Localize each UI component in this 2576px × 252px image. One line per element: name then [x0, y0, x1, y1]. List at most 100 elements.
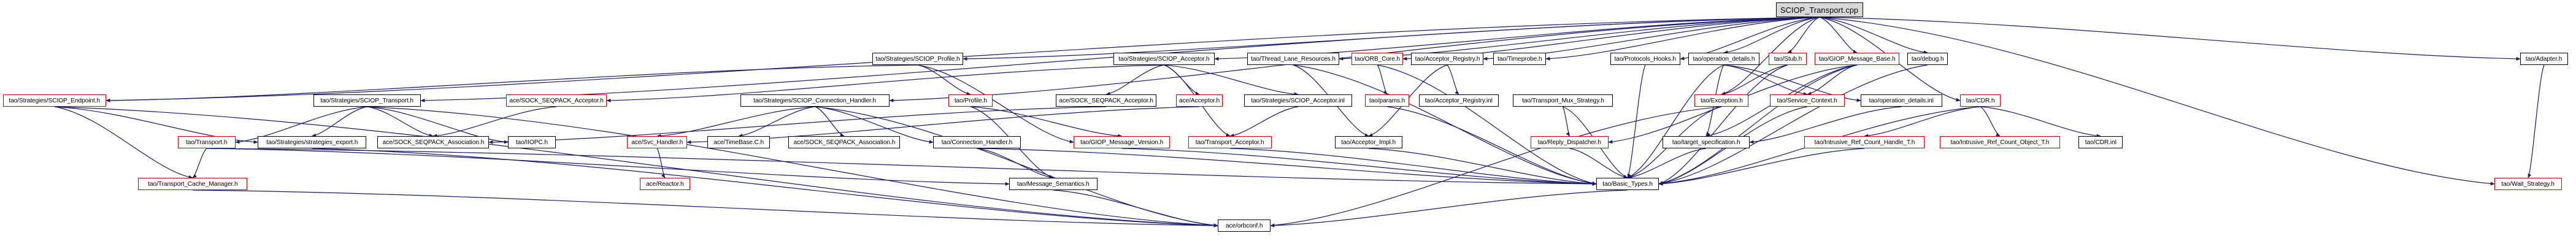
node-label: tao/Stub.h [1774, 55, 1802, 63]
graph-edge [54, 106, 1218, 227]
graph-node[interactable]: tao/GIOP_Message_Base.h [1815, 53, 1899, 65]
graph-edge [917, 64, 1074, 143]
graph-node[interactable]: tao/Acceptor_Registry.inl [1419, 94, 1499, 107]
node-label: ace/orbconf.h [1225, 221, 1263, 229]
graph-node[interactable]: tao/Timeprobe.h [1493, 53, 1546, 65]
node-label: ace/SOCK_SEQPACK_Association.h [793, 138, 895, 146]
graph-edge [1270, 106, 1722, 227]
graph-node[interactable]: tao/Thread_Lane_Resources.h [1247, 53, 1339, 65]
graph-edge [1723, 64, 1808, 96]
graph-node[interactable]: tao/CDR.inl [2078, 136, 2123, 148]
graph-node[interactable]: tao/CDR.h [1960, 94, 2001, 107]
node-label: tao/Strategies/SCIOP_Acceptor.inl [1251, 96, 1345, 104]
graph-edge [311, 106, 367, 137]
graph-node[interactable]: tao/Stub.h [1769, 53, 1807, 65]
graph-node[interactable]: tao/Strategies/SCIOP_Transport.h [313, 94, 421, 107]
graph-node[interactable]: tao/Acceptor_Registry.h [1411, 53, 1483, 65]
graph-node[interactable]: tao/params.h [1365, 94, 1409, 107]
graph-node[interactable]: tao/Message_Semantics.h [1009, 178, 1098, 190]
graph-node[interactable]: tao/Strategies/SCIOP_Endpoint.h [3, 94, 106, 107]
graph-edge [1105, 64, 1164, 96]
graph-root-node[interactable]: SCIOP_Transport.cpp [1776, 2, 1863, 17]
graph-edge [1980, 106, 2101, 138]
graph-edge [1562, 106, 1571, 137]
graph-node[interactable]: tao/ORB_Core.h [1351, 53, 1403, 65]
graph-node[interactable]: ace/Acceptor.h [1176, 94, 1223, 107]
node-label: tao/GIOP_Message_Base.h [1818, 55, 1896, 63]
node-label: tao/target_specification.h [1672, 138, 1740, 146]
graph-edge [1658, 64, 1928, 185]
graph-edge [1121, 148, 1597, 186]
graph-node[interactable]: ace/SOCK_SEQPACK_Association.h [377, 136, 489, 148]
graph-node[interactable]: tao/Intrusive_Ref_Count_Handle_T.h [1804, 136, 1924, 148]
graph-node[interactable]: ace/TimeBase.C.h [707, 136, 770, 148]
node-label: tao/Strategies/SCIOP_Endpoint.h [9, 96, 101, 104]
graph-node[interactable]: tao/operation_details.inl [1861, 94, 1942, 107]
graph-node[interactable]: tao/Reply_Dispatcher.h [1531, 136, 1609, 148]
graph-edge [656, 148, 666, 178]
node-label: tao/Connection_Handler.h [941, 138, 1013, 146]
graph-node[interactable]: tao/Strategies/SCIOP_Acceptor.h [1113, 53, 1215, 65]
graph-node[interactable]: tao/Service_Context.h [1770, 94, 1845, 107]
graph-edge [192, 189, 1218, 227]
graph-node[interactable]: ace/Reactor.h [640, 178, 690, 190]
node-label: tao/Transport.h [186, 138, 228, 146]
node-label: tao/Intrusive_Ref_Count_Object_T.h [1950, 138, 2050, 146]
graph-edge [206, 148, 1597, 186]
graph-node[interactable]: tao/Strategies/strategies_export.h [258, 136, 366, 148]
graph-edge [1164, 64, 1200, 96]
node-label: ace/SOCK_SEQPACK_Acceptor.h [509, 96, 604, 104]
graph-node[interactable]: tao/Adapter.h [2520, 53, 2568, 65]
node-label: tao/Strategies/SCIOP_Acceptor.h [1118, 55, 1210, 63]
graph-node[interactable]: ace/SOCK_SEQPACK_Acceptor.h [506, 94, 607, 107]
graph-edge [1864, 106, 1981, 138]
graph-edge [815, 106, 845, 137]
graph-node[interactable]: tao/Acceptor_Impl.h [1335, 136, 1402, 148]
graph-node[interactable]: tao/debug.h [1907, 53, 1948, 65]
graph-edge [1447, 64, 1459, 95]
graph-edge [977, 148, 1054, 180]
graph-node[interactable]: tao/GIOP_Message_Version.h [1074, 136, 1170, 148]
node-label: ace/SOCK_SEQPACK_Acceptor.h [1059, 96, 1153, 104]
node-label: tao/GIOP_Message_Version.h [1080, 138, 1164, 146]
graph-edge [2528, 64, 2545, 178]
node-label: tao/CDR.inl [2085, 138, 2117, 146]
graph-node[interactable]: tao/Exception.h [1694, 94, 1748, 107]
graph-node[interactable]: tao/Strategies/SCIOP_Connection_Handler.… [740, 94, 890, 107]
node-label: tao/Acceptor_Registry.h [1415, 55, 1480, 63]
graph-node[interactable]: tao/Wait_Strategy.h [2494, 178, 2562, 190]
graph-node[interactable]: tao/Intrusive_Ref_Count_Object_T.h [1940, 136, 2060, 148]
graph-node[interactable]: tao/Transport.h [178, 136, 236, 148]
node-label: tao/Strategies/SCIOP_Profile.h [875, 55, 960, 63]
graph-node[interactable]: tao/Transport_Cache_Manager.h [138, 178, 247, 190]
node-label: tao/Transport_Acceptor.h [1196, 138, 1264, 146]
graph-node[interactable]: tao/Protocols_Hooks.h [1610, 53, 1680, 65]
graph-node[interactable]: ace/Svc_Handler.h [627, 136, 687, 148]
graph-node[interactable]: tao/Basic_Types.h [1596, 178, 1659, 190]
graph-node[interactable]: tao/Connection_Handler.h [933, 136, 1021, 148]
graph-edge [1787, 17, 1820, 53]
node-label: tao/IIOPC.h [515, 138, 548, 146]
graph-edge [1721, 64, 1788, 96]
graph-edge [656, 106, 815, 138]
node-label: tao/Strategies/SCIOP_Connection_Handler.… [753, 96, 877, 104]
graph-node[interactable]: tao/operation_details.h [1688, 53, 1759, 65]
node-label: tao/Transport_Mux_Strategy.h [1521, 96, 1604, 104]
graph-node[interactable]: tao/Transport_Acceptor.h [1188, 136, 1272, 148]
graph-node[interactable]: ace/orbconf.h [1218, 220, 1271, 232]
graph-node[interactable]: tao/Transport_Mux_Strategy.h [1513, 94, 1613, 107]
node-label: tao/debug.h [1911, 55, 1944, 63]
graph-node[interactable]: ace/SOCK_SEQPACK_Association.h [788, 136, 900, 148]
graph-node[interactable]: tao/Profile.h [948, 94, 993, 107]
graph-edge [367, 106, 1218, 227]
graph-node[interactable]: tao/Strategies/SCIOP_Acceptor.inl [1244, 94, 1352, 107]
graph-node[interactable]: tao/IIOPC.h [508, 136, 556, 148]
graph-edge [192, 148, 207, 178]
graph-node[interactable]: tao/target_specification.h [1663, 136, 1750, 148]
graph-edge [1229, 106, 1299, 137]
node-label: tao/Service_Context.h [1777, 96, 1838, 104]
graph-node[interactable]: tao/Strategies/SCIOP_Profile.h [872, 53, 963, 65]
graph-node[interactable]: ace/SOCK_SEQPACK_Acceptor.h [1056, 94, 1156, 107]
graph-edge [1819, 17, 1858, 53]
